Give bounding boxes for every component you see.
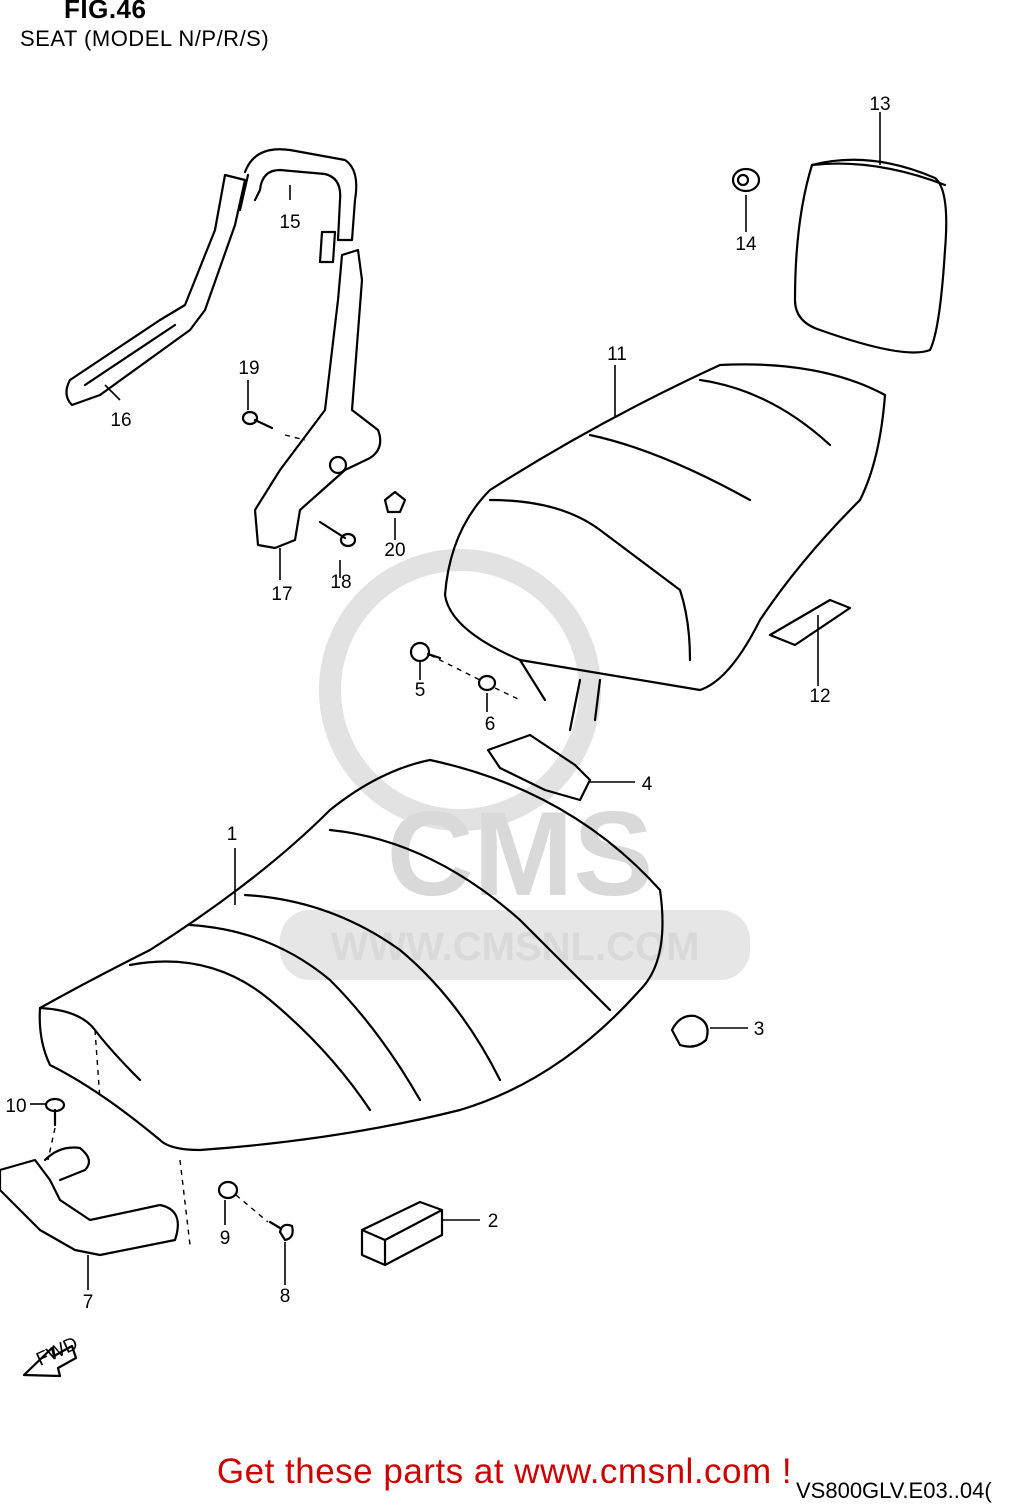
callout-19: 19	[238, 358, 259, 379]
cms-watermark: CMS WWW.CMSNL.COM	[280, 549, 750, 980]
callout-20: 20	[384, 540, 405, 561]
main-seat-1	[38, 758, 664, 1152]
figure-number: FIG.46	[64, 0, 147, 24]
leader-lines	[30, 112, 881, 1290]
seat-bracket-4	[486, 733, 592, 802]
callout-labels: 13 14 15 11 19 16 20 18 17 5 12 6 4 1 3 …	[5, 94, 890, 1313]
callout-1: 1	[227, 824, 238, 845]
callout-17: 17	[271, 584, 292, 605]
washer-9	[217, 1180, 239, 1200]
promo-link[interactable]: Get these parts at www.cmsnl.com !	[216, 1452, 793, 1491]
backrest-pad-13	[793, 158, 948, 354]
washer-6	[477, 674, 497, 692]
bolt-8	[268, 1220, 294, 1242]
callout-16: 16	[110, 410, 131, 431]
figure-subtitle: SEAT (MODEL N/P/R/S)	[20, 26, 270, 51]
bolt-19	[241, 410, 274, 430]
callout-4: 4	[642, 774, 653, 795]
rubber-block-2	[360, 1200, 444, 1267]
side-stay-17	[253, 248, 382, 550]
callout-3: 3	[754, 1019, 765, 1040]
callout-12: 12	[809, 686, 830, 707]
pillion-seat-11	[443, 363, 887, 732]
callout-7: 7	[83, 1292, 94, 1313]
nut-14	[731, 167, 761, 193]
side-stay-16	[65, 173, 247, 407]
bolt-18	[318, 520, 357, 548]
watermark-url: WWW.CMSNL.COM	[331, 925, 700, 969]
fwd-arrow-icon	[22, 1344, 78, 1378]
callout-14: 14	[735, 234, 757, 255]
callout-15: 15	[279, 212, 300, 233]
watermark-logo: CMS	[387, 787, 654, 921]
callout-13: 13	[869, 94, 890, 115]
grommet-3	[670, 1014, 709, 1048]
callout-10: 10	[5, 1096, 26, 1117]
bolt-10	[44, 1097, 66, 1127]
nut-20	[383, 490, 407, 514]
backrest-bracket-15	[238, 148, 358, 264]
seat-hook-7	[0, 1146, 179, 1257]
drawing-code: VS800GLV.E03..04(	[796, 1478, 992, 1503]
callout-11: 11	[607, 344, 627, 365]
callout-5: 5	[415, 680, 426, 701]
callout-6: 6	[485, 714, 496, 735]
callout-9: 9	[220, 1228, 231, 1249]
dashed-guides	[47, 434, 521, 1246]
bolt-5	[409, 641, 442, 663]
rubber-pad-12	[768, 598, 852, 647]
callout-18: 18	[330, 572, 351, 593]
callout-2: 2	[488, 1211, 499, 1232]
callout-8: 8	[280, 1286, 291, 1307]
